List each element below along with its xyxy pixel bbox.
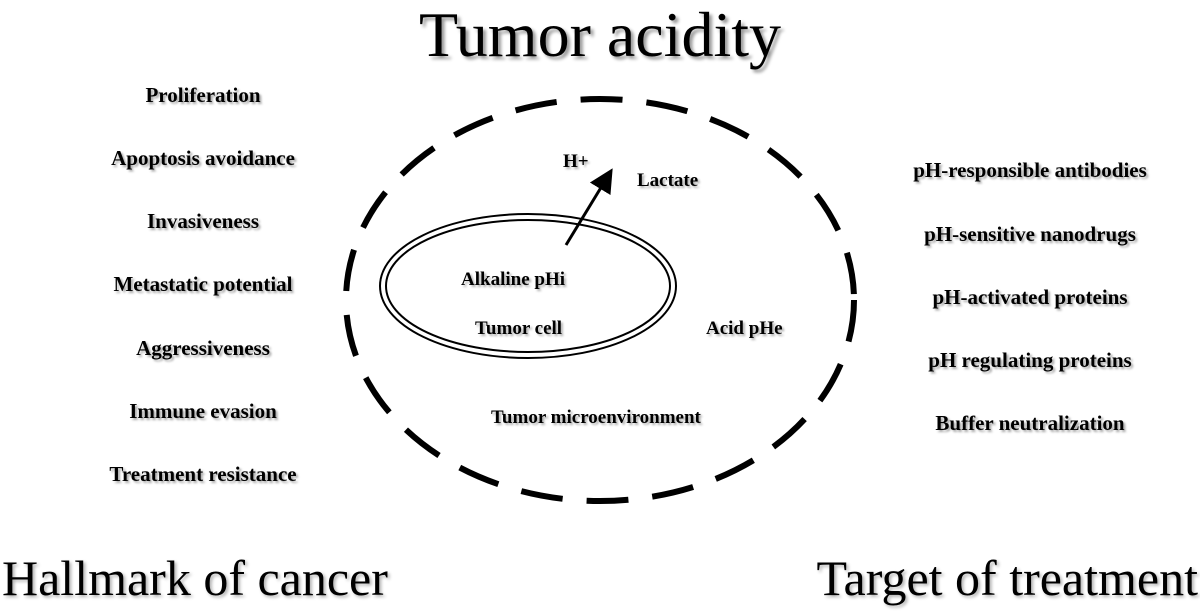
treatment-target-item: pH regulating proteins [928, 348, 1132, 372]
microenvironment-label: Tumor microenvironment [491, 407, 701, 428]
tumor-cell-outer-membrane [379, 213, 677, 359]
tumor-microenvironment-boundary [343, 96, 857, 504]
hallmark-item: Immune evasion [129, 399, 277, 423]
tumor-cell-inner-membrane [385, 219, 671, 353]
treatment-heading: Target of treatment [816, 550, 1198, 606]
treatment-target-item: pH-activated proteins [932, 285, 1128, 309]
hallmark-item: Apoptosis avoidance [111, 146, 295, 170]
hallmark-heading: Hallmark of cancer [2, 550, 388, 606]
proton-efflux-arrow [564, 168, 613, 246]
intracellular-ph-label: Alkaline pHi [461, 269, 565, 290]
tumor-cell-label: Tumor cell [475, 318, 563, 339]
hallmark-item: Treatment resistance [109, 462, 297, 486]
proton-label: H+ [563, 151, 589, 172]
lactate-label: Lactate [637, 170, 699, 191]
figure-title: Tumor acidity [418, 0, 782, 70]
hallmark-item: Invasiveness [146, 209, 260, 233]
hallmark-item: Proliferation [145, 83, 261, 107]
treatment-target-item: pH-responsible antibodies [913, 158, 1147, 182]
treatment-target-item: pH-sensitive nanodrugs [924, 222, 1136, 246]
extracellular-ph-label: Acid pHe [706, 318, 783, 339]
hallmark-item: Aggressiveness [136, 336, 270, 360]
hallmark-item: Metastatic potential [113, 272, 293, 296]
treatment-target-item: Buffer neutralization [935, 411, 1125, 435]
